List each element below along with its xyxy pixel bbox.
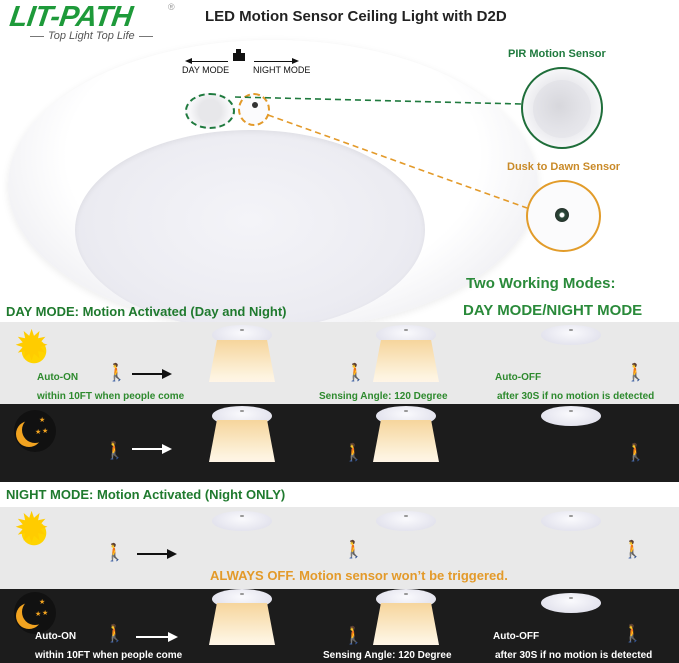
sun-icon [14, 325, 51, 368]
person-walking-icon: 🚶 [622, 624, 644, 643]
person-walking-icon: 🚶 [104, 624, 126, 643]
d2d-leader-line [267, 114, 528, 209]
pir-lens-icon [533, 80, 591, 138]
moon-icon: ★ ★ ★ [14, 410, 56, 452]
person-walking-icon: 🚶 [345, 363, 367, 382]
approach-arrow-icon [136, 632, 178, 642]
arrow-right-icon [292, 58, 299, 64]
always-off-note: ALWAYS OFF. Motion sensor won’t be trigg… [210, 568, 508, 583]
person-walking-icon: 🚶 [343, 443, 365, 462]
sun-icon [14, 507, 51, 550]
person-walking-icon: 🚶 [104, 543, 126, 562]
moon-icon: ★ ★ ★ [14, 592, 56, 634]
person-walking-icon: 🚶 [622, 540, 644, 559]
light-beam [209, 420, 275, 462]
night-mode-label: NIGHT MODE [253, 65, 311, 75]
day-mode-heading: DAY MODE: Motion Activated (Day and Nigh… [6, 304, 287, 319]
person-walking-icon: 🚶 [625, 443, 647, 462]
light-beam [373, 420, 439, 462]
person-walking-icon: 🚶 [625, 363, 647, 382]
day-mode-label: DAY MODE [182, 65, 230, 75]
tagline-rule-right [138, 35, 153, 37]
sensing-angle-label: Sensing Angle: 120 Degree [319, 391, 448, 402]
auto-off-detail: after 30S if no motion is detected [497, 391, 655, 402]
pir-sensor-highlight [185, 93, 235, 129]
light-fixture-off [541, 406, 601, 426]
pir-sensor-label: PIR Motion Sensor [508, 48, 606, 60]
modes-heading: Two Working Modes: [466, 275, 616, 292]
registered-mark: ® [168, 2, 175, 12]
modes-subheading: DAY MODE/NIGHT MODE [463, 302, 643, 319]
approach-arrow-icon [137, 549, 177, 559]
light-fixture-off [541, 325, 601, 345]
night-mode-heading: NIGHT MODE: Motion Activated (Night ONLY… [6, 487, 286, 502]
d2d-sensor-dot [252, 102, 258, 108]
light-beam [209, 340, 275, 382]
sensing-angle-label: Sensing Angle: 120 Degree [323, 650, 452, 661]
person-walking-icon: 🚶 [106, 363, 128, 382]
auto-off-label: Auto-OFF [493, 631, 540, 642]
night-mode-daytime-band: 🚶 🚶 🚶 [0, 507, 679, 589]
light-beam [209, 603, 275, 645]
day-mode-arrow [188, 61, 228, 62]
auto-on-label: Auto-ON [35, 631, 77, 642]
brand-tagline: Top Light Top Life [30, 30, 153, 42]
auto-off-label: Auto-OFF [495, 372, 542, 383]
d2d-sensor-highlight [238, 93, 270, 126]
day-mode-nighttime-band: ★ ★ ★ 🚶 🚶 🚶 [0, 404, 679, 482]
night-mode-nighttime-band: ★ ★ ★ Auto-ON within 10FT when people co… [0, 589, 679, 663]
page-title: LED Motion Sensor Ceiling Light with D2D [205, 8, 507, 25]
tagline-text: Top Light Top Life [48, 30, 135, 42]
mode-switch-icon [233, 49, 245, 61]
auto-off-detail: after 30S if no motion is detected [495, 650, 653, 661]
light-beam [373, 340, 439, 382]
auto-on-label: Auto-ON [37, 372, 79, 383]
day-mode-daytime-band: Auto-ON within 10FT when people come 🚶 🚶… [0, 322, 679, 404]
light-fixture-off [541, 511, 601, 531]
approach-arrow-icon [132, 444, 172, 454]
person-walking-icon: 🚶 [104, 441, 126, 460]
callout-leader-lines [234, 96, 528, 209]
approach-arrow-icon [132, 369, 172, 379]
auto-on-detail: within 10FT when people come [35, 650, 183, 661]
light-fixture-off [541, 593, 601, 613]
person-walking-icon: 🚶 [343, 540, 365, 559]
light-beam [373, 603, 439, 645]
d2d-sensor-label: Dusk to Dawn Sensor [507, 161, 621, 173]
tagline-rule-left [30, 35, 44, 37]
auto-on-detail: within 10FT when people come [37, 391, 185, 402]
ceiling-light-diffuser [75, 130, 425, 330]
night-mode-arrow [254, 61, 294, 62]
arrow-left-icon [185, 58, 192, 64]
light-fixture-off [376, 511, 436, 531]
light-fixture-off [212, 511, 272, 531]
person-walking-icon: 🚶 [343, 626, 365, 645]
photocell-icon [555, 208, 569, 222]
pir-leader-line [234, 96, 522, 105]
